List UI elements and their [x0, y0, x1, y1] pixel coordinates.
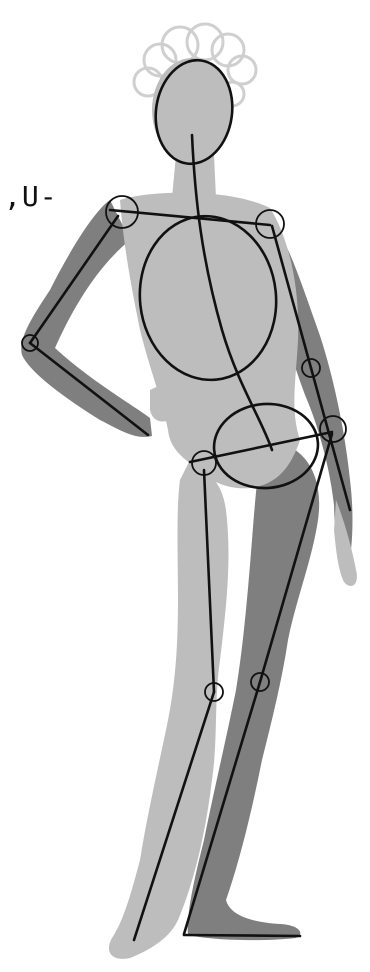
upper-arm-left	[30, 216, 118, 343]
forearm-left	[30, 343, 148, 435]
foot-right-line	[184, 935, 300, 936]
